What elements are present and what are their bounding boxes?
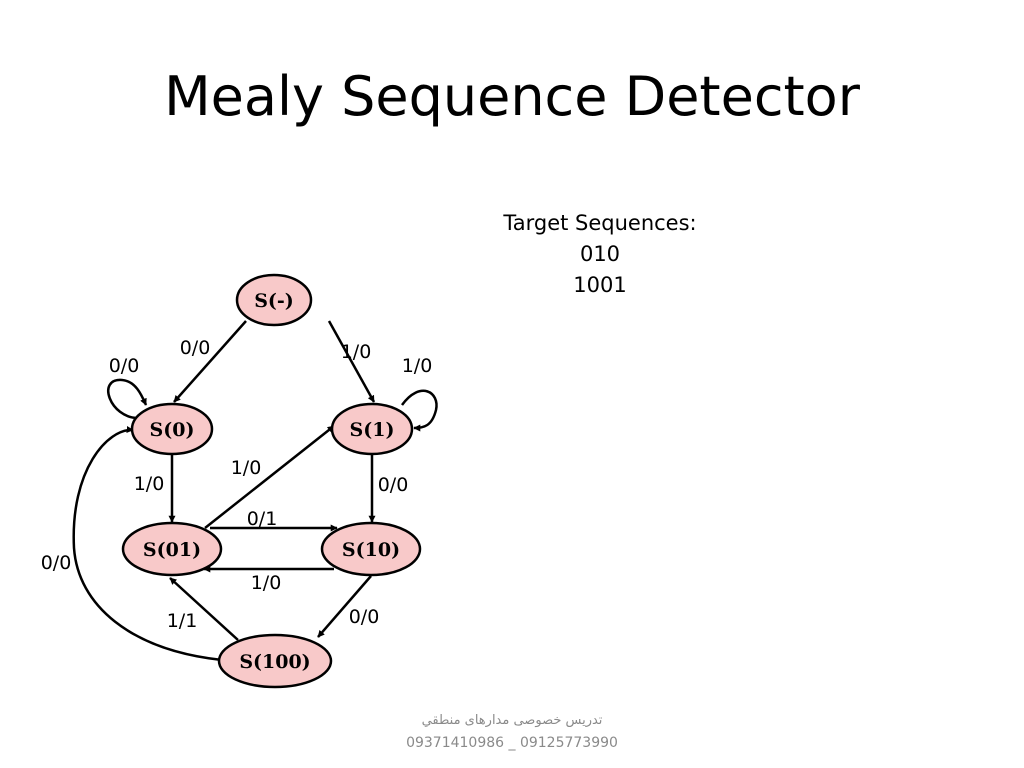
- label-0-self-loop: 0/0: [109, 355, 140, 377]
- transition-1-self-loop: [400, 389, 438, 432]
- slide-title: Mealy Sequence Detector: [164, 65, 860, 128]
- label-empty-to-0: 0/0: [180, 337, 211, 359]
- state-1-label: S(1): [350, 419, 395, 441]
- state-empty-label: S(-): [254, 290, 294, 312]
- state-01-label: S(01): [143, 539, 201, 561]
- footer-line-2: 09371410986 _ 09125773990: [406, 735, 618, 751]
- transition-100-to-0: [72, 426, 223, 662]
- transition-10-to-100: [317, 575, 372, 638]
- transition-100-to-01: [169, 577, 239, 641]
- label-0-to-01: 1/0: [134, 473, 165, 495]
- footer-watermark: تدریس خصوصی مدارهای منطقي 09371410986 _ …: [0, 710, 1024, 754]
- state-10-label: S(10): [342, 539, 400, 561]
- label-100-to-01: 1/1: [167, 610, 198, 632]
- transition-empty-to-0: [173, 320, 247, 403]
- state-0: S(0): [130, 402, 214, 456]
- label-1-self-loop: 1/0: [402, 355, 433, 377]
- transition-0-self-loop: [107, 378, 148, 420]
- label-empty-to-1: 1/0: [341, 341, 372, 363]
- target-sequences: Target Sequences: 010 1001: [480, 208, 720, 301]
- target-sequence-1: 010: [579, 242, 621, 266]
- transition-01-to-1: [204, 425, 335, 529]
- transition-empty-to-1: [327, 320, 376, 403]
- label-10-to-01: 1/0: [251, 572, 282, 594]
- state-0-label: S(0): [150, 419, 195, 441]
- label-1-to-10: 0/0: [378, 474, 409, 496]
- label-01-to-10: 0/1: [247, 508, 278, 530]
- state-100-label: S(100): [239, 651, 310, 673]
- state-empty: S(-): [235, 273, 313, 327]
- target-sequence-2: 1001: [573, 273, 627, 297]
- state-01: S(01): [121, 521, 223, 577]
- footer-line-1: تدریس خصوصی مدارهای منطقي: [421, 713, 603, 728]
- label-01-to-1: 1/0: [231, 457, 262, 479]
- state-10: S(10): [320, 521, 422, 577]
- state-1: S(1): [330, 402, 414, 456]
- label-10-to-100: 0/0: [349, 606, 380, 628]
- state-100: S(100): [217, 633, 333, 689]
- label-100-to-0: 0/0: [41, 552, 72, 574]
- target-sequences-heading: Target Sequences:: [503, 211, 697, 235]
